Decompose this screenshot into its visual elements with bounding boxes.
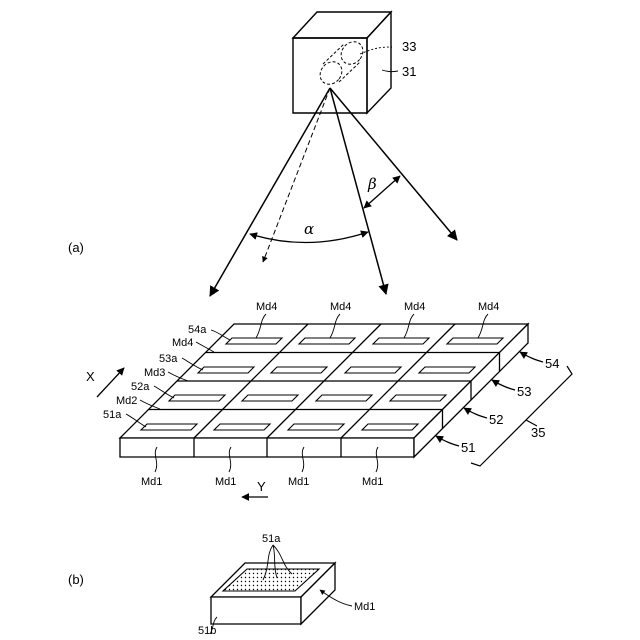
md1-label-2: Md1 (215, 476, 236, 488)
beta-label: β (367, 175, 377, 193)
label-md4-left: Md4 (172, 337, 193, 349)
md1-label-3: Md1 (288, 476, 309, 488)
label-53a: 53a (159, 353, 178, 365)
group-label-35: 35 (531, 425, 545, 440)
md1-label-4: Md1 (362, 476, 383, 488)
md4-label-1: Md4 (256, 301, 277, 313)
view-ray-left (210, 88, 330, 296)
md1-label-1: Md1 (141, 476, 162, 488)
md4-label-2: Md4 (330, 301, 351, 313)
md4-label-4: Md4 (478, 301, 499, 313)
leader-31 (382, 70, 398, 72)
x-axis-label: X (86, 369, 95, 384)
optical-axis (263, 88, 330, 262)
module-detail (211, 563, 335, 624)
detail-front-face (211, 597, 301, 624)
row-label-52: 52 (489, 412, 503, 427)
camera-lens (316, 37, 368, 88)
panel-a-label: (a) (68, 240, 84, 255)
camera (293, 12, 398, 113)
field-of-view (210, 88, 457, 296)
view-ray-right (330, 88, 457, 240)
camera-front-face (293, 38, 367, 113)
y-axis-label: Y (257, 479, 266, 494)
md4-label-3: Md4 (404, 301, 425, 313)
camera-top-face (293, 12, 391, 38)
row-label-51: 51 (461, 440, 475, 455)
label-51a: 51a (103, 409, 122, 421)
detail-label-51a: 51a (262, 533, 281, 545)
label-54a: 54a (188, 324, 207, 336)
detail-label-51b: 51b (198, 625, 216, 637)
row-label-54: 54 (545, 356, 559, 371)
label-md2: Md2 (116, 395, 137, 407)
detail-label-md1: Md1 (354, 601, 375, 613)
camera-side-face (367, 12, 391, 113)
label-33: 33 (402, 39, 416, 54)
label-31: 31 (402, 64, 416, 79)
label-md3: Md3 (144, 367, 165, 379)
label-52a: 52a (131, 381, 150, 393)
view-ray-center (330, 88, 386, 294)
leader-33 (360, 47, 392, 54)
alpha-label: α (304, 220, 314, 238)
row-label-53: 53 (517, 384, 531, 399)
panel-b-label: (b) (68, 572, 84, 587)
x-axis-arrow (97, 368, 124, 397)
